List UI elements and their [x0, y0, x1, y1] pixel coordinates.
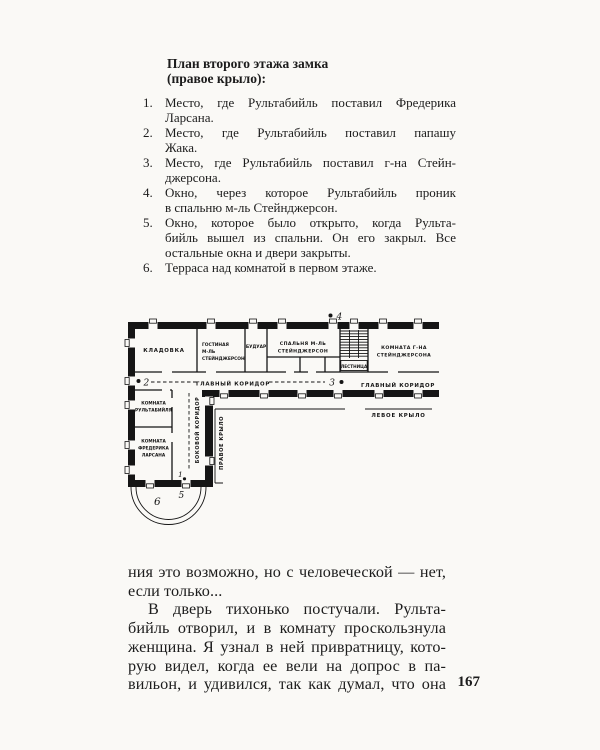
- wall-wing-right: [205, 390, 213, 487]
- wing-right-wall-windows: [205, 396, 215, 466]
- body-line: женщина. Я узнал в ней привратницу, кото…: [128, 637, 446, 656]
- legend-item-number: 5.: [143, 215, 153, 230]
- legend-line: в спальню м-ль Стейнджерсон.: [165, 200, 338, 215]
- legend-item-2: 2. Место, где Рультабийль поставил папаш…: [143, 125, 456, 155]
- body-line: В дверь тихонько постучали. Рульта-: [148, 600, 446, 619]
- legend-list: 1. Место, где Рультабийль поставил Фреде…: [143, 95, 456, 275]
- wall-wing-bottom: [128, 480, 209, 487]
- terrace-arc-outer: [130, 486, 207, 525]
- legend-line: Место, где Рультабийль поставил г-на Сте…: [165, 155, 456, 170]
- point-2: 2: [136, 379, 150, 389]
- plan-title-line1: План второго этажа замка: [167, 56, 329, 71]
- wing-bottom-wall-windows: [145, 480, 191, 489]
- courtyard-outline: [214, 408, 432, 484]
- legend-item-5: 5. Окно, которое было открыто, когда Рул…: [143, 215, 456, 260]
- body-line: рую видел, когда ее вели на допрос в па-: [128, 656, 446, 675]
- stangerson-room-label-line2: СТЕЙНДЖЕРСОНА: [377, 351, 431, 359]
- legend-item-number: 3.: [143, 155, 153, 170]
- gostinaya-label-line3: СТЕЙНДЖЕРСОН: [202, 354, 245, 362]
- wall-wing-rooms: [135, 389, 173, 480]
- legend-item-1: 1. Место, где Рультабийль поставил Фреде…: [143, 95, 456, 125]
- legend-line: Терраса над комнатой в первом этаже.: [165, 260, 377, 275]
- legend-line: Окно, через которое Рультабийль проник: [165, 185, 456, 200]
- legend-line: бийль вышел из спальни. Он его закрыл. В…: [165, 230, 456, 245]
- point-3-dot: [339, 380, 344, 384]
- rouletabille-room-label-line1: КОМНАТА: [141, 401, 166, 407]
- corridor-wall-windows: [219, 390, 423, 399]
- legend-line: остальные окна и двери закрыты.: [165, 245, 351, 260]
- legend-line: Место, где Рультабийль поставил папашу: [165, 125, 456, 140]
- legend-item-3: 3. Место, где Рультабийль поставил г-на …: [143, 155, 456, 185]
- legend-item-4: 4. Окно, через которое Рультабийль прони…: [143, 185, 456, 215]
- point-4-dot: [328, 313, 333, 318]
- left-wing-label: ЛЕВОЕ КРЫЛО: [371, 413, 425, 419]
- body-line: если только...: [128, 581, 223, 600]
- staircase: ЛЕСТНИЦА: [340, 330, 368, 371]
- main-corridor-label-right: ГЛАВНЫЙ КОРИДОР: [361, 381, 435, 389]
- staircase-label-box: [340, 360, 368, 371]
- plan-title: План второго этажа замка (правое крыло):: [167, 56, 467, 86]
- body-text: ния это возможно, но с человеческой — не…: [128, 563, 446, 694]
- legend-item-number: 1.: [143, 95, 153, 110]
- legend-item-6: 6. Терраса над комнатой в первом этаже.: [143, 260, 456, 275]
- point-4-number: 4: [336, 313, 343, 323]
- legend-item-number: 2.: [143, 125, 153, 140]
- spalnya-label-line1: СПАЛЬНЯ М-ЛЬ: [280, 341, 327, 347]
- legend-line: джерсона.: [165, 170, 221, 185]
- point-6-number: 6: [154, 496, 161, 508]
- legend-line: Ларсана.: [165, 110, 214, 125]
- legend-line: Окно, которое было открыто, когда Рульта…: [165, 215, 456, 230]
- legend-line: Жака.: [165, 140, 198, 155]
- plan-title-line2: (правое крыло):: [167, 71, 266, 86]
- body-line: вильон, и удивился, так как думал, что о…: [128, 675, 446, 694]
- lestnitsa-label: ЛЕСТНИЦА: [341, 364, 368, 369]
- point-1: 1: [178, 470, 187, 481]
- stangerson-room-label-line1: КОМНАТА Г-НА: [381, 345, 427, 351]
- larsan-room-label-line1: КОМНАТА: [141, 439, 166, 445]
- wall-closets: [267, 356, 340, 372]
- spalnya-label-line2: СТЕЙНДЖЕРСОН: [278, 347, 328, 355]
- left-wall-windows: [124, 338, 135, 475]
- buduar-label: БУДУАР: [246, 344, 266, 350]
- wall-corridor-south: [202, 390, 439, 397]
- point-5-number: 5: [179, 491, 185, 501]
- gostinaya-label-line2: М-ЛЬ: [202, 349, 216, 355]
- page-number: 167: [457, 674, 481, 690]
- gostinaya-label-line1: ГОСТИНАЯ: [202, 342, 229, 348]
- top-wall-windows: [148, 318, 423, 329]
- legend-item-number: 6.: [143, 260, 153, 275]
- point-4: 4: [328, 313, 343, 323]
- floor-plan-diagram: ЛЕСТНИЦА: [124, 313, 439, 525]
- larsan-room-label-line2: ФРЕДЕРИКА: [138, 446, 169, 452]
- main-corridor-label-left: ГЛАВНЫЙ КОРИДОР: [196, 380, 270, 388]
- point-3-number: 3: [329, 379, 335, 389]
- legend-item-number: 4.: [143, 185, 153, 200]
- side-corridor-label: БОКОВОЙ КОРИДОР: [193, 397, 201, 464]
- larsan-room-label-line3: ЛАРСАНА: [142, 453, 166, 459]
- terrace-arc-inner: [135, 486, 202, 520]
- point-1-number: 1: [178, 470, 183, 479]
- rouletabille-room-label-line2: РУЛЬТАБИЙЛЯ: [135, 406, 172, 414]
- point-2-dot: [136, 379, 141, 383]
- right-wing-label: ПРАВОЕ КРЫЛО: [219, 416, 225, 470]
- wall-room-dividers: [196, 329, 369, 372]
- body-line: ния это возможно, но с человеческой — не…: [128, 563, 446, 581]
- kladovka-label: КЛАДОВКА: [143, 348, 185, 354]
- point-2-number: 2: [143, 379, 150, 389]
- body-line: бийль отворил, и в комнату проскользнула: [128, 619, 446, 638]
- point-3: 3: [329, 379, 344, 389]
- point-1-dot: [182, 477, 187, 481]
- legend-line: Место, где Рультабийль поставил Фредерик…: [165, 95, 456, 110]
